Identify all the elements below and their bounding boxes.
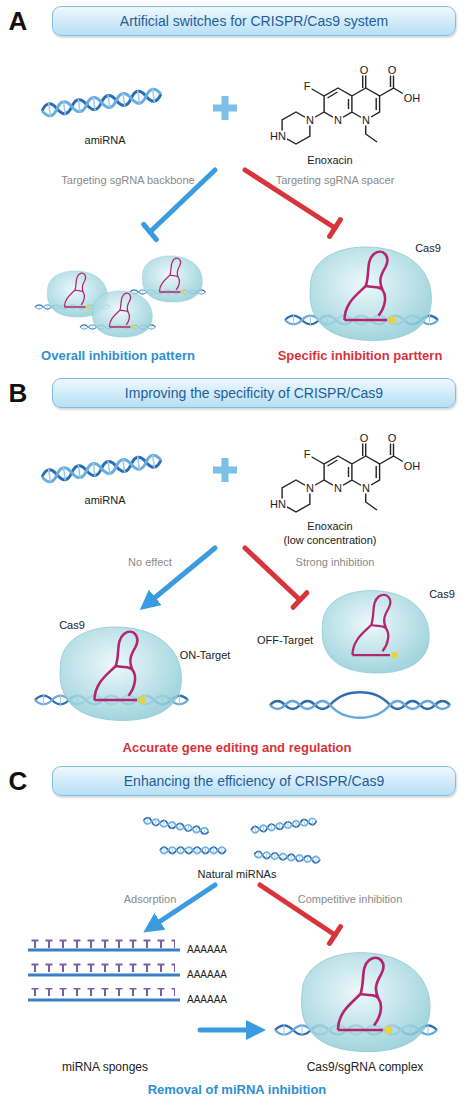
banner-title: Improving the specificity of CRISPR/Cas9 (63, 385, 445, 401)
polya-label: AAAAAA (187, 944, 227, 956)
outcome-label: Specific inhibition parttern (278, 349, 443, 364)
atom-label: N (333, 483, 343, 494)
arrow-label: Targeting sgRNA backbone (61, 174, 194, 187)
outcome-label: Removal of miRNA inhibition (148, 1083, 327, 1098)
atom-label: F (303, 81, 312, 92)
banner-title: Enhancing the efficiency of CRISPR/Cas9 (63, 773, 445, 789)
atom-label: F (303, 449, 312, 460)
atom-label: HN (269, 499, 287, 510)
atom-label: N (333, 115, 343, 126)
panel-letter: A (9, 7, 28, 37)
atom-label: O (387, 433, 398, 444)
arrow-label: Targeting sgRNA spacer (276, 174, 395, 187)
banner-title: Artificial switches for CRISPR/Cas9 syst… (63, 13, 445, 29)
molecule-note: (low concentration) (284, 534, 377, 547)
atom-label: OH (403, 461, 422, 472)
atom-label: OH (403, 93, 422, 104)
polya-label: AAAAAA (187, 994, 227, 1006)
polya-label: AAAAAA (187, 969, 227, 981)
molecule-label: Enoxacin (307, 154, 352, 167)
atom-label: N (305, 483, 315, 494)
arrow-label: Adsorption (124, 893, 177, 906)
molecule-label: Natural miRNAs (198, 868, 277, 881)
atom-label: N (305, 115, 315, 126)
arrow-label: No effect (128, 556, 172, 569)
molecule-label: amiRNA (85, 134, 126, 147)
atom-label: O (359, 65, 370, 76)
target-label: OFF-Target (257, 634, 313, 647)
panel-letter: C (9, 767, 28, 797)
target-label: ON-Target (180, 649, 231, 662)
panel-letter: B (9, 379, 28, 409)
atom-label: N (361, 115, 371, 126)
header-banner: Enhancing the efficiency of CRISPR/Cas9 (52, 766, 456, 796)
protein-label: Cas9 (429, 588, 455, 601)
arrow-label: Competitive inhibition (298, 893, 403, 906)
atom-label: N (361, 483, 371, 494)
component-label: miRNA sponges (62, 1061, 148, 1075)
arrow-label: Strong inhibition (296, 556, 375, 569)
atom-label: O (387, 65, 398, 76)
component-label: Cas9/sgRNA complex (307, 1061, 424, 1075)
header-banner: Artificial switches for CRISPR/Cas9 syst… (52, 6, 456, 36)
atom-label: HN (269, 131, 287, 142)
outcome-label: Accurate gene editing and regulation (123, 741, 352, 756)
atom-label: O (359, 433, 370, 444)
molecule-label: Enoxacin (307, 520, 352, 533)
outcome-label: Overall inhibition pattern (41, 349, 195, 364)
header-banner: Improving the specificity of CRISPR/Cas9 (52, 378, 456, 408)
protein-label: Cas9 (59, 619, 85, 632)
protein-label: Cas9 (415, 242, 441, 255)
molecule-label: amiRNA (85, 494, 126, 507)
